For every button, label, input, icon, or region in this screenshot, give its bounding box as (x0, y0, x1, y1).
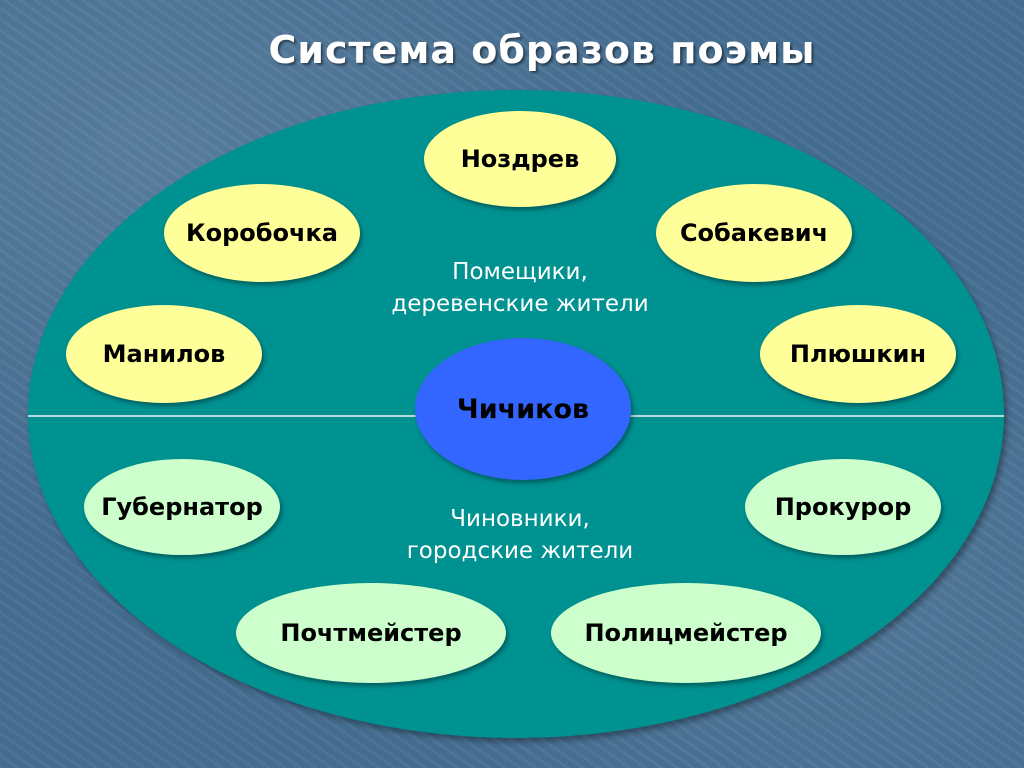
node-politsmeister: Полицмейстер (551, 583, 821, 683)
node-nozdrev: Ноздрев (424, 111, 616, 207)
landowners-group-label: Помещики, деревенские жители (330, 256, 710, 320)
landowners-label-line1: Помещики, (452, 259, 588, 285)
node-korobochka: Коробочка (164, 184, 360, 282)
page-title: Система образов поэмы (268, 28, 816, 72)
node-gubernator: Губернатор (84, 459, 280, 555)
node-sobakevich: Собакевич (656, 184, 852, 282)
node-manilov: Манилов (66, 305, 262, 403)
landowners-label-line2: деревенские жители (391, 291, 649, 317)
node-pochtmeister: Почтмейстер (236, 583, 506, 683)
officials-label-line2: городские жители (406, 538, 634, 564)
node-plyushkin: Плюшкин (760, 305, 956, 403)
officials-label-line1: Чиновники, (450, 506, 590, 532)
node-chichikov: Чичиков (415, 338, 631, 480)
officials-group-label: Чиновники, городские жители (330, 503, 710, 567)
node-prokuror: Прокурор (745, 459, 941, 555)
